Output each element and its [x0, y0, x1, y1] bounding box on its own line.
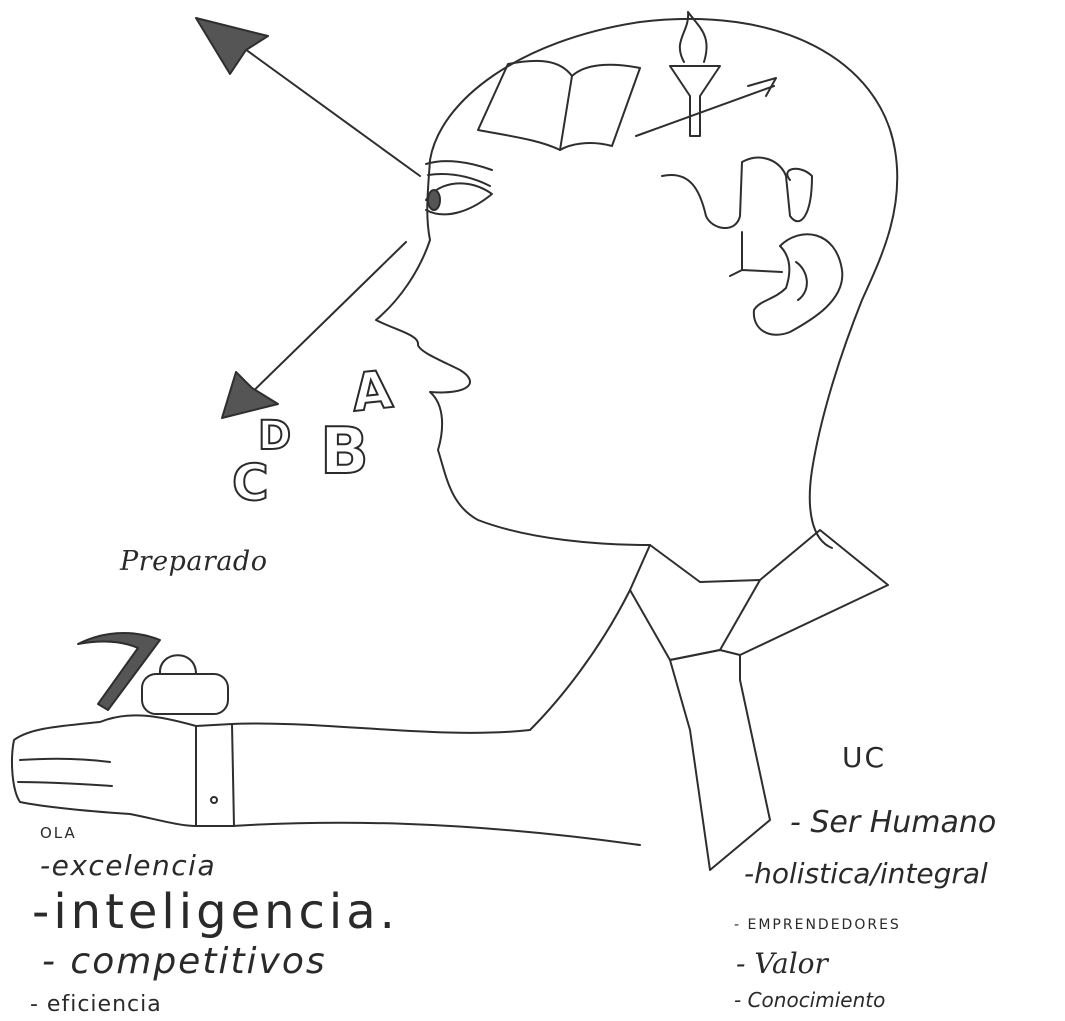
ear-icon: [754, 234, 842, 335]
face-profile: [376, 160, 650, 545]
left-list-header: OLA: [40, 826, 77, 841]
letter-b: B: [320, 420, 369, 484]
pen-icon: [636, 86, 774, 136]
letter-c: C: [232, 458, 269, 508]
shoulder-line: [232, 590, 630, 733]
tie: [670, 650, 770, 870]
label-preparado: Preparado: [120, 548, 267, 575]
torch-icon: [670, 12, 720, 136]
right-list-item: -holistica/integral: [744, 860, 988, 888]
sleeve-cuff: [196, 724, 234, 826]
cuff-button: [211, 797, 217, 803]
psi-symbol-icon: [662, 158, 812, 276]
right-list-header: UC: [842, 744, 886, 772]
right-list-item: - Conocimiento: [734, 990, 885, 1010]
book-icon: [478, 61, 640, 150]
arm-lower-edge: [232, 823, 640, 845]
eyebrow: [426, 161, 492, 186]
right-list-item: - EMPRENDEDORES: [734, 918, 901, 932]
padlock-icon: [142, 674, 228, 714]
right-list-item: - Valor: [736, 950, 828, 978]
letter-a: A: [349, 364, 394, 420]
collar-right: [740, 530, 888, 655]
left-list-item: - competitivos: [42, 944, 327, 980]
head-outline: [430, 19, 897, 548]
hand-outline: [12, 715, 196, 826]
eye-pupil: [428, 190, 440, 210]
arrow-up-head: [196, 18, 268, 74]
collar-outline: [630, 545, 760, 660]
left-list-item: - eficiencia: [30, 994, 162, 1016]
left-list-item: -excelencia: [40, 852, 216, 880]
left-list-item: -inteligencia.: [32, 888, 399, 936]
right-list-item: - Ser Humano: [790, 808, 996, 838]
hook-icon: [78, 633, 160, 710]
letter-d: D: [258, 416, 291, 456]
arrow-down-head: [222, 372, 278, 418]
finger-lines: [18, 759, 112, 786]
